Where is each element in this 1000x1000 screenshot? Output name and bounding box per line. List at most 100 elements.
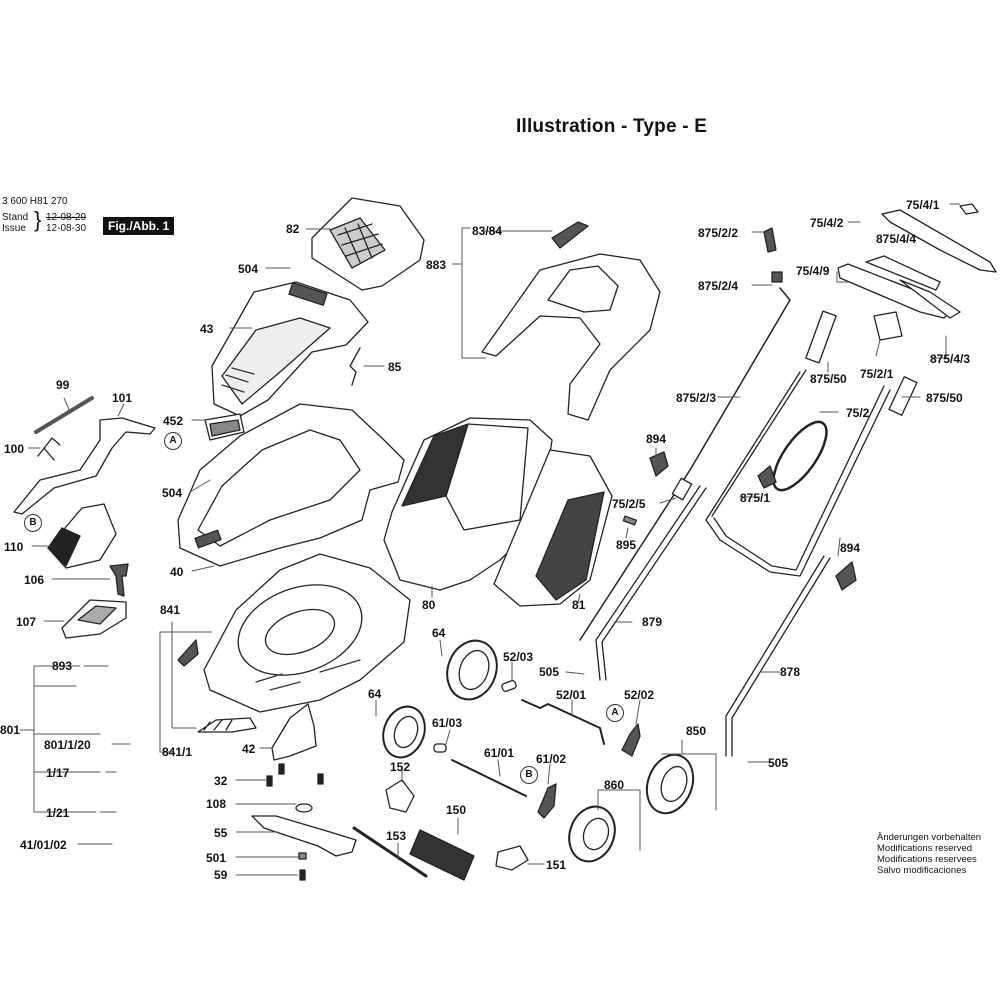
part-label-875-4-4[interactable]: 875/4/4 <box>876 232 917 246</box>
part-label-875-1[interactable]: 875/1 <box>740 491 771 505</box>
part-label-841[interactable]: 841 <box>160 603 181 617</box>
part-label-879[interactable]: 879 <box>642 615 663 629</box>
part-label-61-01[interactable]: 61/01 <box>484 746 515 760</box>
part-61-01-axle-shape <box>451 759 527 797</box>
part-label-82[interactable]: 82 <box>286 222 300 236</box>
issue-label: Issue <box>2 223 26 234</box>
part-label-153[interactable]: 153 <box>386 829 407 843</box>
illustration-title: Illustration - Type - E <box>516 116 708 137</box>
part-label-106[interactable]: 106 <box>24 573 45 587</box>
figure-badge: Fig./Abb. 1 <box>103 217 175 235</box>
part-label-75-4-9[interactable]: 75/4/9 <box>796 264 830 278</box>
part-32-screws-shape <box>266 763 324 787</box>
notice-line-fr: Modifications reservees <box>877 854 977 865</box>
part-upper-bar-left-shape <box>705 369 807 521</box>
part-875-1-clip-shape <box>757 465 777 489</box>
part-label-64-lower[interactable]: 64 <box>368 687 382 701</box>
part-label-52-02[interactable]: 52/02 <box>624 688 655 702</box>
callout-a-lower: A <box>606 704 624 722</box>
part-label-801-1-20[interactable]: 801/1/20 <box>44 738 91 752</box>
part-101-lever-shape <box>13 417 156 515</box>
part-label-61-02[interactable]: 61/02 <box>536 752 567 766</box>
part-label-81[interactable]: 81 <box>572 598 586 612</box>
part-label-875-4-3[interactable]: 875/4/3 <box>930 352 971 366</box>
part-label-1-21[interactable]: 1/21 <box>46 806 70 820</box>
part-label-875-2-2[interactable]: 875/2/2 <box>698 226 739 240</box>
part-label-452[interactable]: 452 <box>163 414 184 428</box>
part-label-894-left[interactable]: 894 <box>646 432 667 446</box>
part-label-875-2-3[interactable]: 875/2/3 <box>676 391 717 405</box>
part-label-100[interactable]: 100 <box>4 442 25 456</box>
part-501-nut-shape <box>298 852 307 860</box>
part-label-107[interactable]: 107 <box>16 615 37 629</box>
part-label-875-50-lower[interactable]: 875/50 <box>926 391 963 405</box>
part-label-801[interactable]: 801 <box>0 723 21 737</box>
part-label-55[interactable]: 55 <box>214 826 228 840</box>
part-label-893[interactable]: 893 <box>52 659 73 673</box>
part-label-504-top[interactable]: 504 <box>238 262 259 276</box>
part-label-32[interactable]: 32 <box>214 774 228 788</box>
part-label-80[interactable]: 80 <box>422 598 436 612</box>
part-label-505-middle[interactable]: 505 <box>539 665 560 679</box>
part-label-110[interactable]: 110 <box>4 540 24 554</box>
part-front-wheel-lower-shape <box>382 705 426 759</box>
notice-line-de: Änderungen vorbehalten <box>877 832 982 843</box>
document-number: 3 600 H81 270 <box>2 196 68 207</box>
part-152-bracket-shape <box>385 779 415 813</box>
part-81-box-side-shape <box>493 449 613 607</box>
part-110-cover-shape <box>47 503 117 569</box>
part-label-64-upper[interactable]: 64 <box>432 626 446 640</box>
part-label-75-2-5[interactable]: 75/2/5 <box>612 497 646 511</box>
part-153-rod-shape <box>352 826 428 878</box>
notice-line-es: Salvo modificaciones <box>877 865 967 876</box>
part-label-59[interactable]: 59 <box>214 868 228 882</box>
modifications-notice: Änderungen vorbehalten Modifications res… <box>877 832 981 876</box>
part-label-895[interactable]: 895 <box>616 538 637 552</box>
part-label-75-2-1[interactable]: 75/2/1 <box>860 367 894 381</box>
part-52-02-lever-shape <box>621 723 641 757</box>
part-75-4-handle-top-shape <box>837 209 997 319</box>
part-label-860[interactable]: 860 <box>604 778 625 792</box>
part-label-875-50-upper[interactable]: 875/50 <box>810 372 847 386</box>
part-875-2-2-connector-shape <box>763 227 777 253</box>
part-label-878[interactable]: 878 <box>780 665 801 679</box>
part-label-41-01-02[interactable]: 41/01/02 <box>20 838 67 852</box>
part-deck-chassis-shape <box>203 553 411 713</box>
part-label-75-4-1[interactable]: 75/4/1 <box>906 198 940 212</box>
part-59-bolt-shape <box>299 869 306 881</box>
part-label-75-4-2[interactable]: 75/4/2 <box>810 216 844 230</box>
part-875-1-upper-handle-shape <box>705 385 891 577</box>
part-label-101[interactable]: 101 <box>112 391 133 405</box>
part-label-850[interactable]: 850 <box>686 724 707 738</box>
part-label-505-right[interactable]: 505 <box>768 756 789 770</box>
part-label-841-1[interactable]: 841/1 <box>162 745 193 759</box>
stand-label: Stand <box>2 212 29 223</box>
part-label-1-17[interactable]: 1/17 <box>46 766 70 780</box>
part-label-875-2-4[interactable]: 875/2/4 <box>698 279 739 293</box>
part-label-150[interactable]: 150 <box>446 803 467 817</box>
part-label-504-mid[interactable]: 504 <box>162 486 183 500</box>
part-label-108[interactable]: 108 <box>206 797 227 811</box>
part-label-152[interactable]: 152 <box>390 760 411 774</box>
part-label-42[interactable]: 42 <box>242 742 256 756</box>
part-label-52-01[interactable]: 52/01 <box>556 688 587 702</box>
part-label-151[interactable]: 151 <box>546 858 567 872</box>
part-label-43[interactable]: 43 <box>200 322 214 336</box>
part-label-501[interactable]: 501 <box>206 851 227 865</box>
part-883-box-top-shape <box>481 253 661 421</box>
part-841-1-flaps-shape <box>197 717 257 733</box>
part-100-clip-shape <box>37 437 61 461</box>
part-label-61-03[interactable]: 61/03 <box>432 716 463 730</box>
part-label-99[interactable]: 99 <box>56 378 70 392</box>
part-label-40[interactable]: 40 <box>170 565 184 579</box>
part-label-894-right[interactable]: 894 <box>840 541 861 555</box>
part-label-52-03[interactable]: 52/03 <box>503 650 534 664</box>
part-label-85[interactable]: 85 <box>388 360 402 374</box>
leader-lines <box>19 203 961 876</box>
part-label-75-2[interactable]: 75/2 <box>846 406 870 420</box>
part-label-83-84[interactable]: 83/84 <box>472 224 503 238</box>
brace-symbol: } <box>34 207 42 232</box>
part-label-883[interactable]: 883 <box>426 258 447 272</box>
part-75-2-1-plug-shape <box>873 311 903 341</box>
notice-line-en: Modifications reserved <box>877 843 973 854</box>
